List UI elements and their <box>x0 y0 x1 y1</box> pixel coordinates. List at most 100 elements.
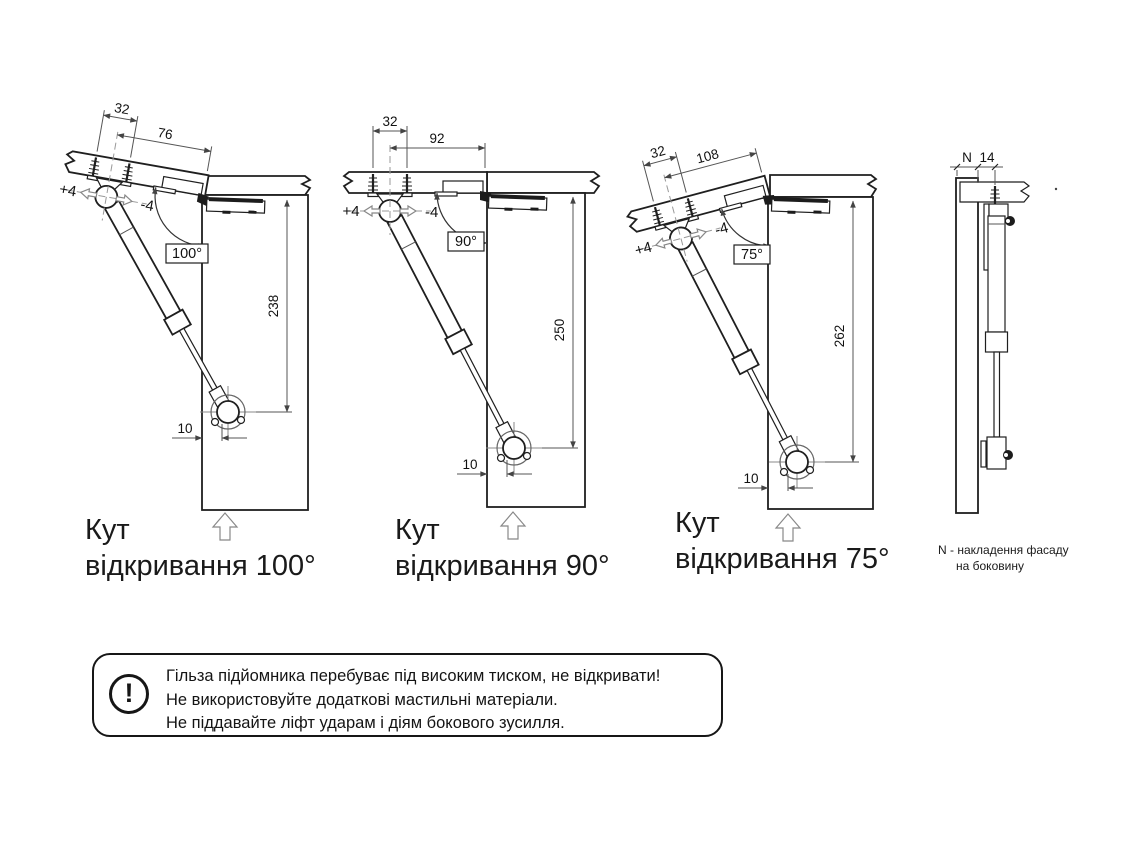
adjust-arrow-minus-icon <box>689 228 708 240</box>
adjust-label-plus: +4 <box>342 203 359 220</box>
mount-pivot <box>216 400 240 424</box>
diagram-opening-90: 250 10 <box>342 114 601 540</box>
diagram-opening-100: 238 10 <box>58 100 312 541</box>
dimension-bracket-offset: 76 <box>116 125 213 172</box>
caption-angle-100: Кут відкривання 100° <box>85 514 316 583</box>
cabinet-top-panel <box>486 171 601 194</box>
hinge-arm <box>205 197 266 214</box>
angle-label-box <box>165 243 209 264</box>
svg-text:108: 108 <box>695 146 721 166</box>
dimension-screw-spacing: 32 <box>372 114 408 168</box>
mount-pivot <box>502 436 526 460</box>
strut-clevis <box>986 436 1007 470</box>
adjust-arrow-plus-icon <box>362 204 381 218</box>
door-assembly: +4 -4 32 76 <box>58 100 213 221</box>
diagram-opening-75: 262 10 <box>625 143 878 542</box>
svg-text:10: 10 <box>462 457 477 472</box>
up-arrow-icon <box>211 512 239 541</box>
svg-text:32: 32 <box>649 143 667 161</box>
dimension-bracket-offset: 108 <box>664 146 763 179</box>
dimension-edge-offset: 10 <box>172 421 247 441</box>
angle-label-box <box>733 244 771 265</box>
adjust-arrow-plus-icon <box>654 237 673 249</box>
bottom-mount <box>486 422 542 474</box>
svg-text:250: 250 <box>552 319 567 342</box>
hinge-bracket-plate <box>723 184 767 209</box>
hinge-bracket-plate <box>442 180 484 194</box>
mount-screw-hole <box>522 451 532 461</box>
angle-label-box <box>447 231 485 252</box>
svg-text:262: 262 <box>832 325 847 348</box>
mounting-screw <box>367 174 379 198</box>
adjust-label-plus: +4 <box>633 239 654 260</box>
dimension-mount-height: 250 <box>532 196 578 449</box>
gas-strut <box>980 215 1013 470</box>
mount-screw-hole <box>210 417 220 427</box>
dim-label-14: 14 <box>979 150 995 165</box>
door-panel <box>625 174 772 233</box>
cabinet-top-panel <box>769 174 878 198</box>
adjust-label-minus: -4 <box>425 204 438 221</box>
dimension-bracket-offset: 92 <box>389 131 486 168</box>
warning-text: Гільза підйомника перебуває під високим … <box>166 667 661 732</box>
adjust-arrow-minus-icon <box>115 193 134 206</box>
door-assembly: +4 -4 32 108 <box>625 143 778 262</box>
svg-text:238: 238 <box>266 295 281 318</box>
bottom-mount <box>769 436 825 488</box>
dimension-mount-height: 238 <box>246 199 292 413</box>
hinge-arm <box>770 197 831 214</box>
bottom-mount <box>200 386 256 438</box>
hinge-arm <box>487 194 548 211</box>
svg-text:10: 10 <box>177 421 192 436</box>
dimension-screw-spacing: 32 <box>642 143 687 202</box>
dimension-screw-spacing: 32 <box>96 100 139 158</box>
strut-collar <box>984 331 1009 353</box>
angle-label: 100° <box>172 246 202 262</box>
dimension-edge-offset: 10 <box>738 471 813 491</box>
mount-screw-hole <box>805 465 815 475</box>
cabinet-top-panel <box>201 175 312 196</box>
svg-text:76: 76 <box>157 125 174 142</box>
angle-arc <box>151 186 206 249</box>
up-arrow-icon <box>499 511 527 540</box>
up-arrow-icon <box>774 513 802 542</box>
caption-angle-75: Кут відкривання 75° <box>675 507 890 576</box>
angle-label: 90° <box>455 234 477 250</box>
adjust-label-minus: -4 <box>139 196 155 215</box>
dimension-edge-offset: 10 <box>457 457 532 477</box>
facade-overlay-note: N - накладення фасаду на боковину <box>938 543 1069 573</box>
strut-rod <box>993 351 1001 438</box>
door-assembly: +4 -4 32 92 <box>342 114 492 235</box>
adjust-arrow-plus-icon <box>79 187 98 200</box>
gas-strut <box>677 241 800 458</box>
mount-screw-hole <box>236 415 246 425</box>
warning-box: ! Гільза підйомника перебуває під високи… <box>92 653 723 737</box>
hinge-plate <box>434 191 458 197</box>
adjust-arrow-minus-icon <box>399 204 418 218</box>
angle-arc <box>720 208 771 249</box>
dimension-overlay: N 14 <box>950 150 1003 185</box>
svg-text:92: 92 <box>429 131 444 146</box>
speck <box>1054 187 1058 191</box>
strut-body <box>987 215 1006 333</box>
mount-screw-hole <box>779 467 789 477</box>
adjust-label-plus: +4 <box>58 181 78 201</box>
mounting-screw <box>652 206 667 231</box>
dimension-mount-height: 262 <box>815 200 859 463</box>
mounting-screw <box>684 198 700 223</box>
gas-strut <box>103 199 230 408</box>
mount-screw-hole <box>496 453 506 463</box>
facade-panel <box>955 177 979 514</box>
svg-text:32: 32 <box>113 100 130 117</box>
clevis-tab <box>980 440 987 468</box>
svg-text:10: 10 <box>743 471 758 486</box>
angle-label: 75° <box>741 247 763 263</box>
cabinet-side-panel <box>201 194 309 511</box>
diagram-closed-side-view: N 14 <box>950 150 1058 514</box>
svg-text:32: 32 <box>382 114 397 129</box>
warning-exclamation-icon: ! <box>109 674 149 714</box>
dim-label-n: N <box>962 150 972 165</box>
mount-pivot <box>785 450 809 474</box>
